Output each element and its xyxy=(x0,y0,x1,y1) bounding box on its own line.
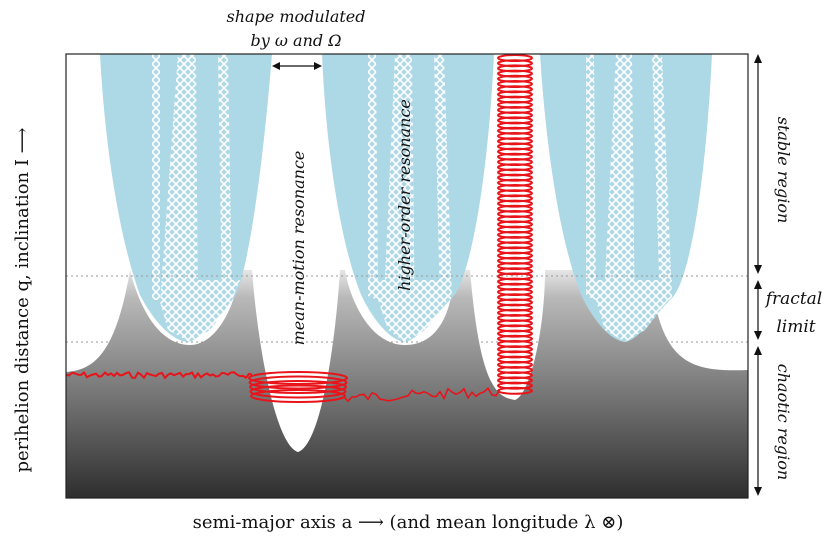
libration-loop xyxy=(249,380,347,394)
x-axis-label: semi-major axis a ⟶ (and mean longitude … xyxy=(193,512,624,533)
shape-modulation-arrow xyxy=(272,62,322,70)
region-brackets xyxy=(754,54,762,496)
shape-modulated-line2: by ω and Ω xyxy=(251,31,342,50)
hatch-bands xyxy=(152,54,672,342)
libration-loop xyxy=(249,384,347,399)
fractal-limit-line1: fractal xyxy=(764,289,822,309)
libration-loop xyxy=(250,389,346,403)
mean-motion-libration-loops xyxy=(248,371,348,403)
chaotic-trajectory-left xyxy=(66,370,253,380)
libration-loop xyxy=(248,371,348,385)
libration-loop xyxy=(248,375,348,390)
chaotic-region-label: chaotic region xyxy=(774,364,793,480)
plot-frame xyxy=(65,53,749,499)
coil-turn xyxy=(497,386,533,395)
y-axis-label: perihelion distance q, inclination I ⟶ xyxy=(12,127,33,472)
fractal-limit-line2: limit xyxy=(776,317,815,337)
chaotic-region-fill xyxy=(66,270,748,498)
mean-motion-gap xyxy=(240,54,340,452)
higher-order-libration-coil xyxy=(497,54,533,395)
stable-region-label: stable region xyxy=(774,117,793,224)
chaotic-trajectory-middle xyxy=(339,387,501,403)
mean-motion-resonance-label: mean-motion resonance xyxy=(289,151,308,346)
shape-modulated-line1: shape modulated xyxy=(227,7,366,26)
higher-order-resonance-label: higher-order resonance xyxy=(395,99,414,291)
